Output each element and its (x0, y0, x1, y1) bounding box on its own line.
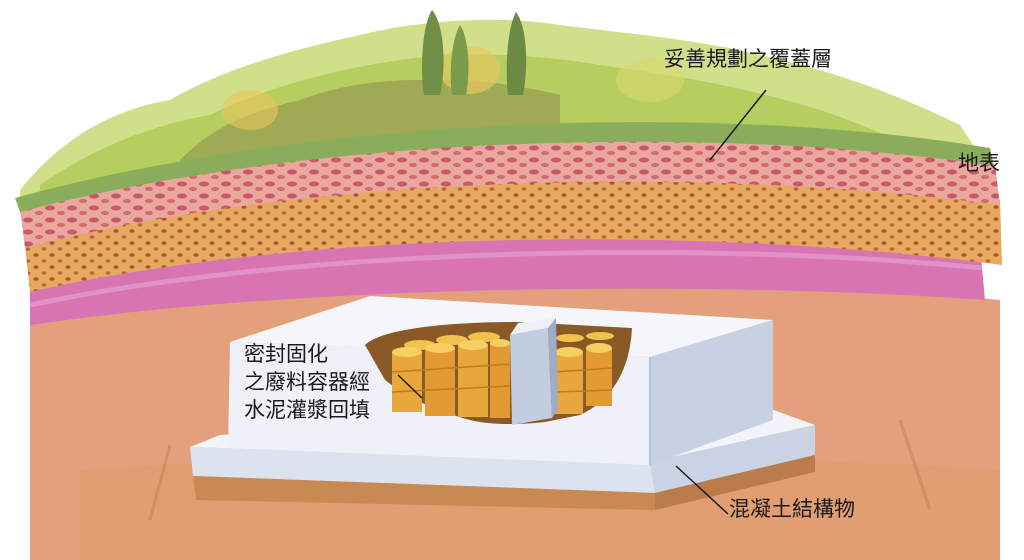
cover-layer-label: 妥善規劃之覆蓋層 (664, 47, 832, 71)
cover-layer-leader (709, 89, 767, 161)
concrete-leader (675, 465, 729, 515)
backfill-label: 密封固化 之廢料容器經 水泥灌漿回填 (244, 340, 370, 424)
backfill-label-line-2: 之廢料容器經 (244, 370, 370, 394)
red-pebble-layer (20, 139, 1000, 248)
grass-band (15, 122, 994, 212)
pit-walls (148, 419, 932, 521)
backfill-label-line-1: 密封固化 (244, 342, 328, 366)
ground-surface-label: 地表 (958, 151, 1000, 175)
concrete-structure-label: 混凝土結構物 (729, 497, 855, 521)
backfill-leader (397, 374, 423, 399)
backfill-label-line-3: 水泥灌漿回填 (244, 398, 370, 422)
orange-pebble-layer (25, 176, 1002, 292)
cutaway-drums (365, 318, 632, 425)
